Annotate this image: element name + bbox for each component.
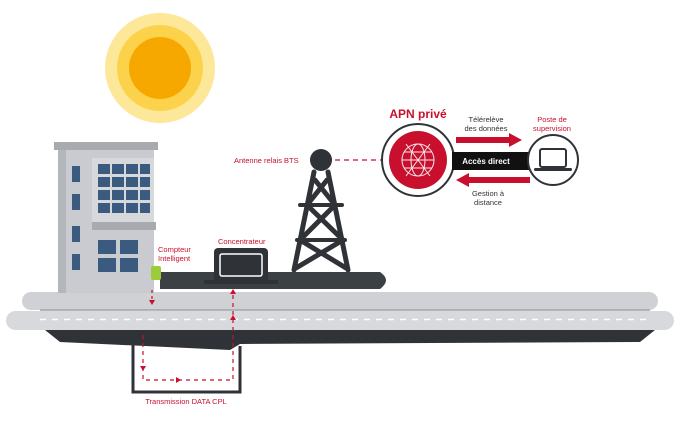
smart-meter-icon	[151, 266, 161, 280]
direct-access-bar	[452, 152, 534, 170]
building	[54, 142, 158, 293]
cpl-transmission-path	[140, 289, 236, 383]
supervision-label-line1: Poste de	[537, 115, 567, 124]
concentrator-icon	[204, 248, 278, 284]
meter-label-line1: Compteur	[158, 245, 191, 254]
apn-globe-icon	[381, 123, 455, 197]
remote-label-line2: distance	[474, 198, 502, 207]
bts-antenna-head	[310, 149, 332, 171]
sun-icon	[105, 13, 215, 123]
meter-label-line2: Intelligent	[158, 254, 191, 263]
teleleve-label-line2: des données	[465, 124, 508, 133]
teleleve-arrow	[456, 133, 522, 147]
road	[6, 292, 674, 330]
remote-management-arrow	[456, 173, 530, 187]
concentrator-label: Concentrateur	[218, 237, 266, 246]
bts-tower-icon	[291, 169, 351, 273]
apn-title: APN privé	[389, 107, 447, 121]
underground-slab	[40, 326, 660, 350]
direct-access-label: Accès direct	[462, 157, 510, 166]
supervision-label-line2: supervision	[533, 124, 571, 133]
buried-cable	[131, 336, 242, 394]
antenna-label: Antenne relais BTS	[234, 156, 299, 165]
building-windows	[72, 164, 150, 272]
supervision-laptop-icon	[527, 134, 579, 186]
transmission-label: Transmission DATA CPL	[145, 397, 227, 406]
teleleve-label-line1: Télérelève	[468, 115, 503, 124]
remote-label-line1: Gestion à	[472, 189, 505, 198]
